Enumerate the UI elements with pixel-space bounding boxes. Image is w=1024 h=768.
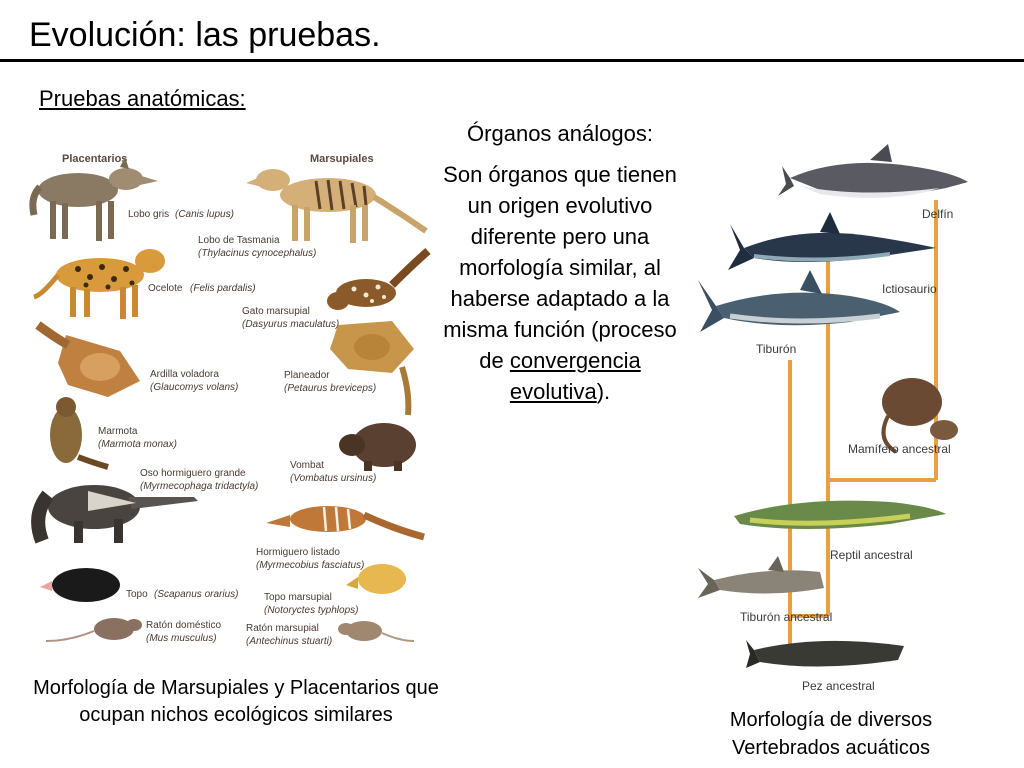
mole-illustration [40,568,120,602]
label-delfin: Delfín [922,207,953,221]
group-label-placentarios: Placentarios [62,153,127,165]
group-label-marsupiales: Marsupiales [310,153,374,165]
animal-name-topo-marsupial: Topo marsupial [264,592,332,603]
slide-title: Evolución: las pruebas. [29,16,381,54]
house-mouse-illustration [45,618,142,642]
flying-squirrel-illustration [35,321,140,397]
animal-sci-petaurus: (Petaurus breviceps) [284,383,376,394]
animal-name-ocelote: Ocelote [148,283,183,294]
animal-name-vombat: Vombat [290,460,324,471]
animal-name-marmota: Marmota [98,426,138,437]
definition-text-end: ). [596,379,611,404]
convergent-evolution-term: convergencia evolutiva [509,348,641,404]
marsupial-mole-illustration [346,564,406,594]
animal-name-raton-domestico: Ratón doméstico [146,620,221,631]
animal-sci-myrmecophaga: (Myrmecophaga tridactyla) [140,481,258,492]
animal-sci-antechinus: (Antechinus stuarti) [246,636,332,647]
ancestral-shark-illustration [698,556,824,598]
analogous-organs-definition: Órganos análogos: Son órganos que tienen… [440,118,680,407]
marsupial-placental-figure: Placentarios Marsupiales [28,145,433,650]
animal-name-lobo-gris: Lobo gris [128,209,169,220]
animal-sci-scapanus: (Scapanus orarius) [154,589,238,600]
ocelot-illustration [33,249,165,319]
animal-name-planeador: Planeador [284,370,330,381]
label-mamifero-ancestral: Mamífero ancestral [848,442,951,456]
label-ictiosaurio: Ictiosaurio [882,282,937,296]
ancestral-fish-illustration [746,640,904,668]
title-divider [0,59,1024,62]
sugar-glider-illustration [330,321,414,416]
definition-text: Son órganos que tienen un origen evoluti… [443,162,677,373]
label-tiburon-ancestral: Tiburón ancestral [740,610,832,624]
marsupial-cat-illustration [327,247,431,310]
definition-body: Son órganos que tienen un origen evoluti… [440,159,680,407]
animal-sci-dasyurus: (Dasyurus maculatus) [242,319,339,330]
animal-sci-canis-lupus: (Canis lupus) [175,209,234,220]
phylogeny-tree-lines [788,200,938,660]
animal-name-ardilla-voladora: Ardilla voladora [150,369,219,380]
ancestral-reptile-illustration [734,500,946,529]
animal-sci-vombatus: (Vombatus ursinus) [290,473,376,484]
ichthyosaur-illustration [728,212,936,270]
animal-name-topo: Topo [126,589,148,600]
shark-illustration [698,270,900,332]
animal-sci-marmota-monax: (Marmota monax) [98,439,177,450]
definition-heading: Órganos análogos: [467,121,653,146]
aquatic-vertebrates-figure: Delfín Ictiosaurio Tiburón Mamífero ance… [690,140,980,700]
animal-sci-felis-pardalis: (Felis pardalis) [190,283,256,294]
animal-name-raton-marsupial: Ratón marsupial [246,623,319,634]
wombat-illustration [339,423,416,471]
marsupial-mouse-illustration [338,621,415,642]
animal-sci-glaucomys: (Glaucomys volans) [150,382,238,393]
right-figure-caption: Morfología de diversos Vertebrados acuát… [729,709,933,759]
label-tiburon: Tiburón [756,342,796,356]
giant-anteater-illustration [31,485,198,544]
animal-name-gato-marsupial: Gato marsupial [242,306,310,317]
animal-name-oso-hormiguero: Oso hormiguero grande [140,468,246,479]
ancestral-mammal-illustration [881,378,958,454]
animal-sci-myrmecobius: (Myrmecobius fasciatus) [256,560,364,571]
label-pez-ancestral: Pez ancestral [802,679,875,693]
animal-name-lobo-tasmania: Lobo de Tasmania [198,235,280,246]
animal-name-hormiguero-listado: Hormiguero listado [256,547,340,558]
tasmanian-wolf-illustration [246,169,428,243]
animal-sci-mus-musculus: (Mus musculus) [146,633,217,644]
gray-wolf-illustration [29,157,158,241]
animal-sci-thylacinus: (Thylacinus cynocephalus) [198,248,316,259]
left-figure-caption: Morfología de Marsupiales y Placentarios… [33,677,439,726]
section-subtitle: Pruebas anatómicas: [39,86,246,111]
marmot-illustration [50,397,109,470]
numbat-illustration [266,506,425,541]
label-reptil-ancestral: Reptil ancestral [830,548,913,562]
animal-sci-notoryctes: (Notoryctes typhlops) [264,605,358,616]
dolphin-illustration [778,144,968,198]
